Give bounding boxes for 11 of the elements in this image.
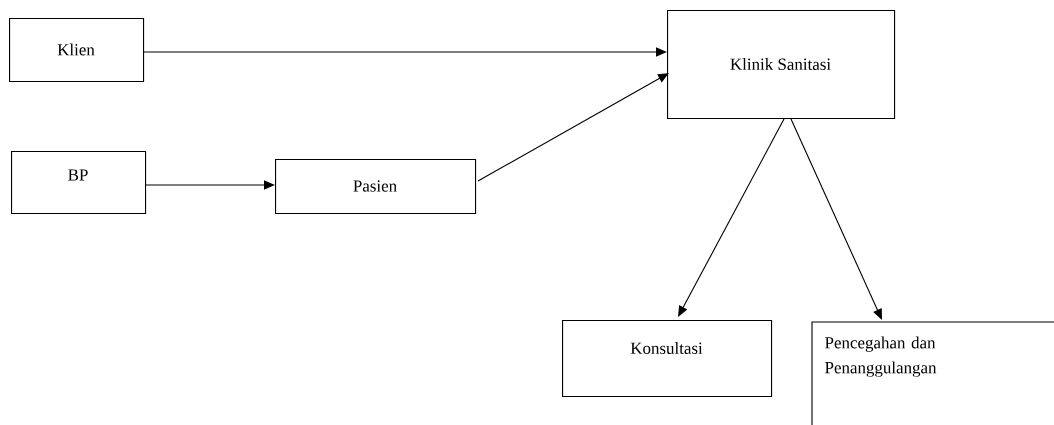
process-box: Klinik Sanitasi xyxy=(667,10,896,120)
process-box: Pasien xyxy=(275,159,477,215)
arrow xyxy=(790,118,882,320)
arrow xyxy=(477,73,669,182)
arrow xyxy=(678,118,785,317)
process-box: Klien xyxy=(9,18,145,83)
process-box: Pencegahan dan Penanggulangan xyxy=(811,321,1054,425)
process-box: BP xyxy=(11,151,147,215)
process-box: Konsultasi xyxy=(562,320,773,398)
arrow xyxy=(142,47,667,57)
arrow xyxy=(144,180,275,190)
